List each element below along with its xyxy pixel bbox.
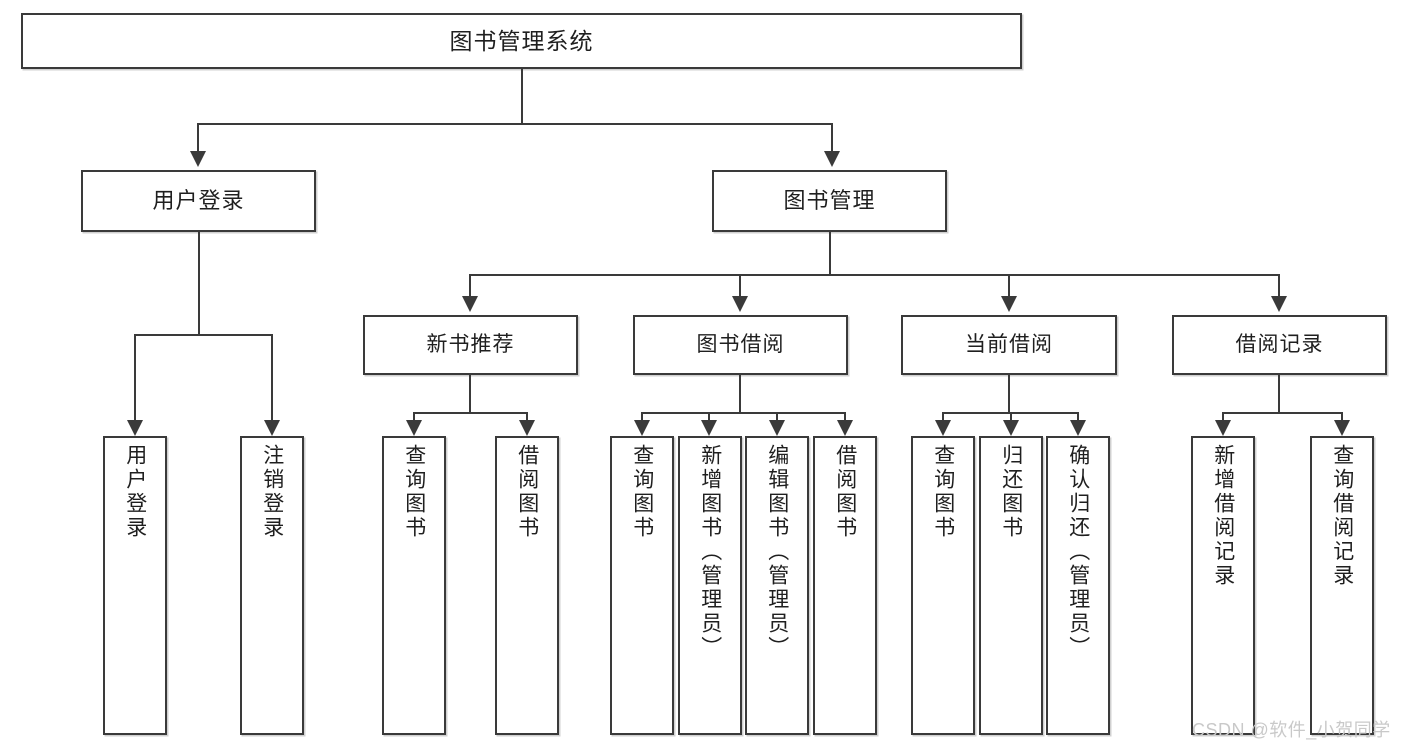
arrow-to-current-borrow: [1001, 296, 1017, 312]
connector-book-borrow-child-4: [844, 412, 846, 420]
connector-book-borrow-child-2: [708, 412, 710, 420]
connector-user-login-stem: [198, 232, 200, 334]
arrow-book-borrow-child-2: [701, 420, 717, 436]
leaf-book-borrow-add[interactable]: 新增图书（管理员）: [678, 436, 742, 735]
leaf-current-borrow-return[interactable]: 归还图书: [979, 436, 1043, 735]
leaf-user-login-logout[interactable]: 注销登录: [240, 436, 304, 735]
connector-book-borrow-child-3: [776, 412, 778, 420]
arrow-root-to-user-login: [190, 151, 206, 167]
connector-user-login-child-2: [271, 334, 273, 420]
arrow-current-borrow-child-2: [1003, 420, 1019, 436]
arrow-to-borrow-record: [1271, 296, 1287, 312]
connector-book-manage-stem: [829, 232, 831, 274]
arrow-book-borrow-child-1: [634, 420, 650, 436]
node-label: 借阅图书: [515, 444, 539, 540]
node-label: 图书管理系统: [449, 27, 594, 54]
connector-borrow-record-child-1: [1222, 412, 1224, 420]
node-label: 查询借阅记录: [1330, 444, 1354, 588]
arrow-current-borrow-child-1: [935, 420, 951, 436]
node-label: 新增借阅记录: [1211, 444, 1235, 588]
node-label: 注销登录: [260, 444, 284, 540]
node-label: 借阅记录: [1235, 332, 1324, 356]
arrow-book-borrow-child-3: [769, 420, 785, 436]
connector-new-book-stem: [469, 375, 471, 412]
connector-user-login-bus: [134, 334, 272, 336]
node-label: 编辑图书（管理员）: [765, 444, 789, 660]
connector-current-borrow-child-3: [1077, 412, 1079, 420]
connector-book-borrow-stem: [739, 375, 741, 412]
node-label: 确认归还（管理员）: [1066, 444, 1090, 660]
watermark-text: CSDN @软件_小贺同学: [1192, 720, 1391, 740]
node-label: 查询图书: [402, 444, 426, 540]
connector-root-to-user-login: [197, 123, 199, 151]
node-label: 查询图书: [630, 444, 654, 540]
connector-to-book-borrow: [739, 274, 741, 296]
arrow-new-book-child-2: [519, 420, 535, 436]
node-user-login[interactable]: 用户登录: [81, 170, 316, 232]
arrow-user-login-child-1: [127, 420, 143, 436]
node-book-management[interactable]: 图书管理: [712, 170, 947, 232]
connector-borrow-record-stem: [1278, 375, 1280, 412]
leaf-user-login-login[interactable]: 用户登录: [103, 436, 167, 735]
leaf-borrow-record-query[interactable]: 查询借阅记录: [1310, 436, 1374, 735]
arrow-borrow-record-child-2: [1334, 420, 1350, 436]
leaf-borrow-record-add[interactable]: 新增借阅记录: [1191, 436, 1255, 735]
leaf-new-book-borrow[interactable]: 借阅图书: [495, 436, 559, 735]
node-label: 用户登录: [152, 188, 245, 214]
node-label: 归还图书: [999, 444, 1023, 540]
connector-borrow-record-bus: [1222, 412, 1342, 414]
connector-new-book-child-2: [526, 412, 528, 420]
node-label: 查询图书: [931, 444, 955, 540]
leaf-current-borrow-query[interactable]: 查询图书: [911, 436, 975, 735]
connector-current-borrow-child-1: [942, 412, 944, 420]
node-root-system[interactable]: 图书管理系统: [21, 13, 1022, 69]
node-label: 借阅图书: [833, 444, 857, 540]
node-label: 用户登录: [123, 444, 147, 540]
connector-to-new-book: [469, 274, 471, 296]
node-book-borrow[interactable]: 图书借阅: [633, 315, 848, 375]
connector-user-login-child-1: [134, 334, 136, 420]
leaf-book-borrow-query[interactable]: 查询图书: [610, 436, 674, 735]
node-label: 新书推荐: [426, 332, 515, 356]
arrow-user-login-child-2: [264, 420, 280, 436]
node-label: 图书借阅: [696, 332, 785, 356]
connector-to-borrow-record: [1278, 274, 1280, 296]
leaf-book-borrow-edit[interactable]: 编辑图书（管理员）: [745, 436, 809, 735]
connector-book-borrow-child-1: [641, 412, 643, 420]
connector-level3-bus: [469, 274, 1280, 276]
connector-root-bus: [197, 123, 833, 125]
connector-root-to-book-manage: [831, 123, 833, 151]
arrow-new-book-child-1: [406, 420, 422, 436]
connector-root-stem: [521, 69, 523, 123]
node-borrow-record[interactable]: 借阅记录: [1172, 315, 1387, 375]
connector-borrow-record-child-2: [1341, 412, 1343, 420]
node-label: 图书管理: [783, 188, 876, 214]
arrow-to-new-book: [462, 296, 478, 312]
connector-current-borrow-stem: [1008, 375, 1010, 412]
node-new-book-recommend[interactable]: 新书推荐: [363, 315, 578, 375]
connector-book-borrow-bus: [641, 412, 845, 414]
arrow-to-book-borrow: [732, 296, 748, 312]
arrow-borrow-record-child-1: [1215, 420, 1231, 436]
leaf-book-borrow-borrow[interactable]: 借阅图书: [813, 436, 877, 735]
connector-to-current-borrow: [1008, 274, 1010, 296]
node-current-borrow[interactable]: 当前借阅: [901, 315, 1117, 375]
arrow-book-borrow-child-4: [837, 420, 853, 436]
node-label: 新增图书（管理员）: [698, 444, 722, 660]
arrow-current-borrow-child-3: [1070, 420, 1086, 436]
arrow-root-to-book-manage: [824, 151, 840, 167]
node-label: 当前借阅: [965, 332, 1053, 356]
connector-new-book-child-1: [413, 412, 415, 420]
leaf-new-book-query[interactable]: 查询图书: [382, 436, 446, 735]
connector-new-book-bus: [413, 412, 527, 414]
leaf-current-borrow-confirm-return[interactable]: 确认归还（管理员）: [1046, 436, 1110, 735]
connector-current-borrow-child-2: [1010, 412, 1012, 420]
